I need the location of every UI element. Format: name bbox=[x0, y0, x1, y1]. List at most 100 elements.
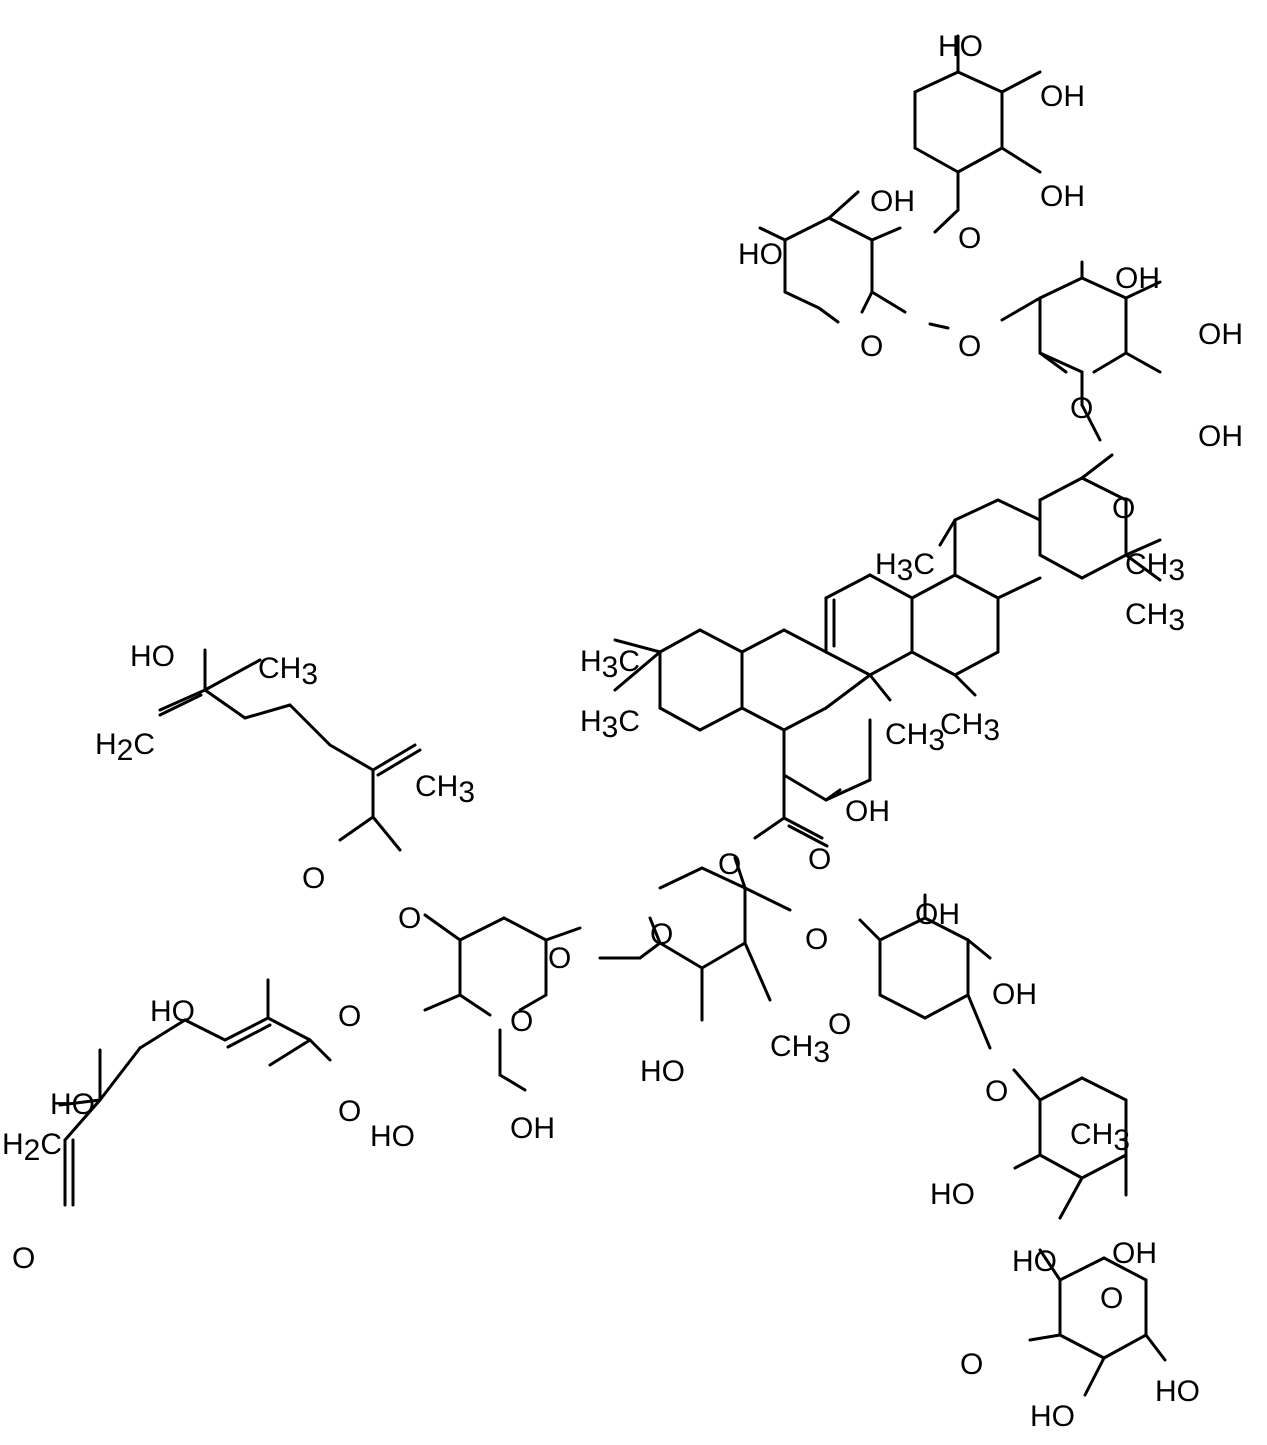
bond-line bbox=[1080, 453, 1114, 480]
atom-label: O bbox=[805, 923, 828, 956]
bond-line bbox=[1124, 553, 1162, 582]
bond-line bbox=[953, 573, 1000, 600]
bond-line bbox=[1000, 146, 1042, 174]
atom-label: HO bbox=[130, 640, 175, 673]
bond-line bbox=[953, 650, 1000, 677]
atom-label: O bbox=[958, 222, 981, 255]
bond-line bbox=[502, 916, 548, 942]
bond-line bbox=[933, 208, 960, 234]
atom-label: HO bbox=[150, 995, 195, 1028]
bond-line bbox=[1124, 351, 1162, 374]
bond-line bbox=[1080, 1076, 1128, 1102]
atom-label: OH bbox=[1040, 180, 1085, 213]
bond-line bbox=[226, 1023, 272, 1049]
atom-label: O bbox=[338, 1095, 361, 1128]
bond-line bbox=[824, 788, 842, 802]
atom-label: O bbox=[860, 330, 883, 363]
bond-line bbox=[658, 941, 704, 970]
bond-line bbox=[371, 743, 417, 772]
bond-line bbox=[458, 993, 492, 1017]
bond-line bbox=[268, 1038, 312, 1067]
bond-line bbox=[878, 993, 927, 1020]
atom-label: OH bbox=[1198, 420, 1243, 453]
bond-line bbox=[613, 638, 662, 654]
bond-line bbox=[824, 778, 872, 802]
bond-line bbox=[910, 573, 957, 600]
bond-lines bbox=[58, 34, 1167, 1397]
atom-label: O bbox=[302, 862, 325, 895]
atom-label: H2C bbox=[95, 728, 155, 767]
bond-line bbox=[938, 518, 957, 547]
bond-line bbox=[544, 926, 582, 942]
bond-line bbox=[913, 70, 960, 94]
bond-line bbox=[1102, 1333, 1148, 1360]
atom-label: O bbox=[985, 1075, 1008, 1108]
bond-line bbox=[743, 886, 792, 912]
bond-line bbox=[1080, 403, 1102, 442]
atom-label: CH3 bbox=[415, 770, 475, 809]
bond-line bbox=[498, 1073, 527, 1092]
atom-label: O bbox=[1070, 392, 1093, 425]
bond-line bbox=[1012, 1068, 1042, 1102]
bond-line bbox=[953, 673, 977, 697]
bond-line bbox=[868, 650, 914, 677]
atom-label: HO bbox=[1155, 1375, 1200, 1408]
bond-line bbox=[740, 628, 786, 654]
bond-line bbox=[1038, 553, 1084, 580]
bond-line bbox=[203, 658, 262, 692]
bond-line bbox=[423, 913, 462, 942]
bond-line bbox=[266, 1016, 312, 1042]
atom-label: HO bbox=[930, 1178, 975, 1211]
bond-line bbox=[913, 146, 960, 174]
atom-label: O bbox=[1112, 492, 1135, 525]
bond-line bbox=[1124, 280, 1162, 300]
bond-line bbox=[878, 916, 927, 942]
atom-label: O bbox=[960, 1348, 983, 1381]
bond-line bbox=[870, 226, 902, 242]
bond-line bbox=[996, 498, 1042, 522]
atom-label: HO bbox=[1030, 1400, 1075, 1433]
bond-line bbox=[782, 628, 828, 654]
bond-line bbox=[1058, 1333, 1106, 1360]
atom-label: O bbox=[1100, 1282, 1123, 1315]
atom-label: OH bbox=[510, 1112, 555, 1145]
bond-line bbox=[787, 824, 829, 848]
bond-line bbox=[758, 226, 787, 242]
bond-line bbox=[966, 993, 992, 1050]
bond-line bbox=[223, 1016, 270, 1042]
bond-line bbox=[923, 993, 970, 1020]
atom-label: O bbox=[548, 942, 571, 975]
bond-line bbox=[860, 290, 874, 314]
atom-label: HO bbox=[640, 1055, 685, 1088]
bond-line bbox=[98, 1046, 142, 1102]
bond-line bbox=[923, 916, 970, 942]
bond-line bbox=[858, 918, 882, 942]
bond-line bbox=[376, 748, 422, 777]
bond-line bbox=[58, 1098, 102, 1107]
atom-label: OH bbox=[845, 795, 890, 828]
bond-line bbox=[910, 650, 957, 677]
atom-label: O bbox=[958, 330, 981, 363]
atom-label: O bbox=[650, 918, 673, 951]
bond-line bbox=[1080, 1153, 1128, 1180]
bond-line bbox=[183, 1018, 227, 1042]
bond-line bbox=[1144, 1333, 1167, 1362]
atom-label: H2C bbox=[2, 1128, 62, 1167]
bond-line bbox=[698, 628, 744, 654]
bond-line bbox=[158, 688, 207, 712]
bond-line bbox=[1080, 276, 1128, 300]
bond-line bbox=[817, 306, 840, 324]
bond-line bbox=[1038, 1153, 1084, 1180]
atom-label: O bbox=[808, 843, 831, 876]
atom-label: O bbox=[398, 902, 421, 935]
bond-line bbox=[1124, 538, 1162, 557]
bond-line bbox=[956, 146, 1004, 174]
bond-line bbox=[1038, 1076, 1084, 1102]
bond-line bbox=[700, 941, 747, 970]
bond-line bbox=[1038, 1248, 1062, 1282]
bond-line bbox=[1038, 476, 1084, 502]
bond-line bbox=[63, 1098, 102, 1142]
bond-line bbox=[1000, 70, 1042, 94]
bond-line bbox=[868, 573, 914, 600]
bond-line bbox=[782, 816, 824, 840]
